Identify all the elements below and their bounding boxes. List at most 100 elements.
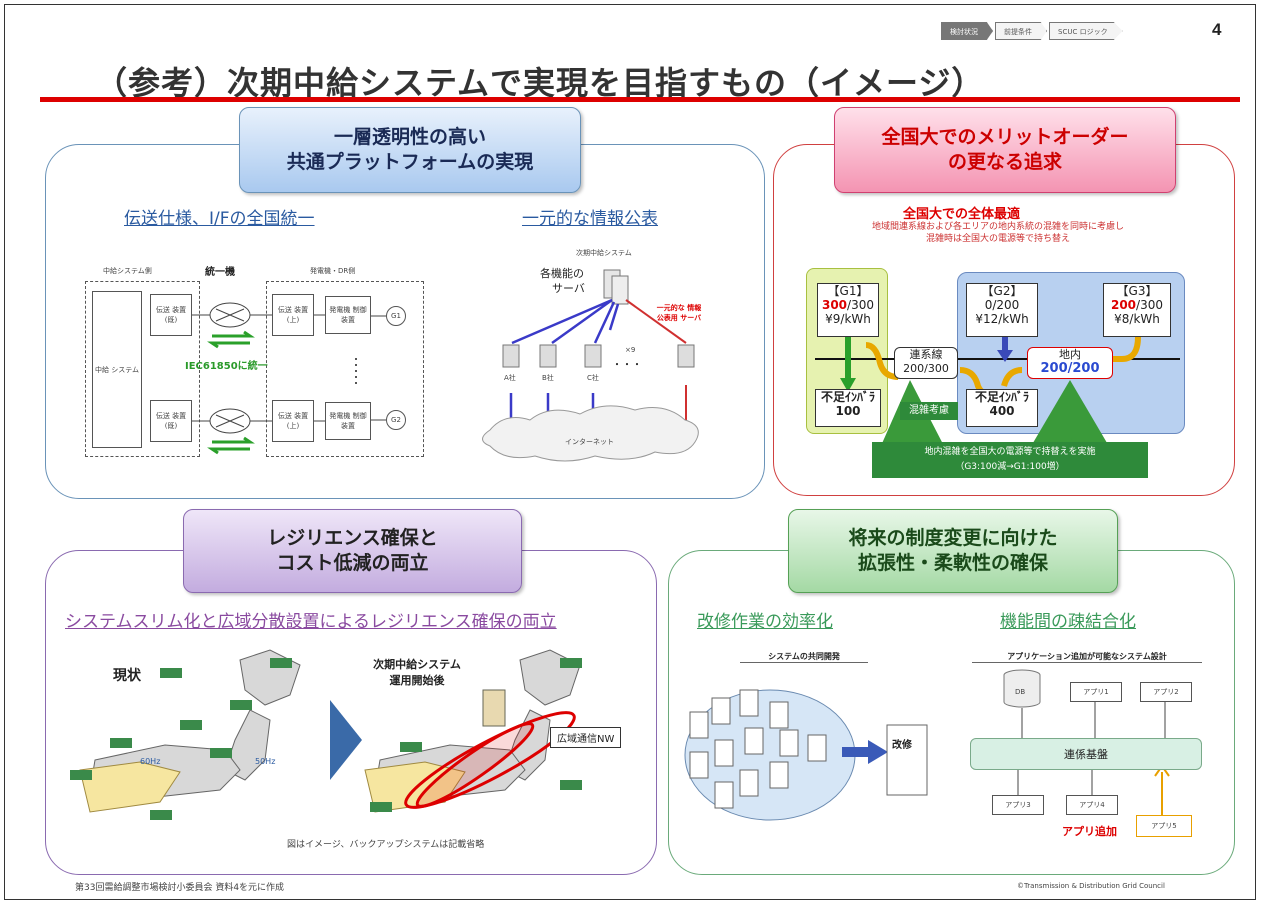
g2-output: 0/200 xyxy=(967,298,1037,312)
g2-capacity: /200 xyxy=(992,298,1020,312)
subheading-efficiency: 改修作業の効率化 xyxy=(697,612,833,632)
label-servers: サーバ xyxy=(552,282,585,295)
page-title: （参考）次期中給システムで実現を目指すもの（イメージ） xyxy=(95,64,985,102)
label-kaishu: 改修 xyxy=(892,740,912,751)
caption-app-design: アプリケーション追加が可能なシステム設計 xyxy=(972,651,1202,663)
app-box-3: アプリ3 xyxy=(992,795,1044,815)
app-box-4: アプリ4 xyxy=(1066,795,1118,815)
label-generator-side: 発電機・DR側 xyxy=(310,267,356,275)
g3-capacity: /300 xyxy=(1136,298,1163,312)
central-system-box: 中給 システム xyxy=(92,291,142,448)
ellipsis-label: ・・・ xyxy=(612,360,642,371)
shortage-box-1: 不足ｲﾝﾊﾞﾗ 100 xyxy=(815,389,881,427)
label-next-system: 次期中給システム xyxy=(576,249,632,257)
subheading-loose-coupling: 機能間の疎結合化 xyxy=(1000,612,1136,632)
wide-area-network-label: 広域通信NW xyxy=(550,727,622,748)
app-box-5: アプリ5 xyxy=(1136,815,1192,837)
badge-line: 一層透明性の高い xyxy=(333,126,486,148)
label-servers: 各機能の xyxy=(540,267,584,280)
g2-used: 0 xyxy=(984,298,993,312)
interconnect-name: 連系線 xyxy=(909,348,943,361)
g1-price: ¥9/kWh xyxy=(825,312,871,326)
breadcrumb-step-1: 検討状況 xyxy=(941,22,993,40)
g1-used: 300 xyxy=(821,298,848,312)
label-company-a: A社 xyxy=(504,374,516,382)
caption-joint-dev: システムの共同開発 xyxy=(740,651,868,663)
badge-extensibility: 将来の制度変更に向けた 拡張性・柔軟性の確保 xyxy=(788,509,1118,593)
label-public-server: 一元的な 情報公表用 サーバ xyxy=(656,304,702,322)
central-system-group xyxy=(85,281,200,457)
badge-line: 共通プラットフォームの実現 xyxy=(286,151,534,173)
subheading-slim-system: システムスリム化と広域分散設置によるレジリエンス確保の両立 xyxy=(65,612,557,632)
heading-global-optimum: 全国大での全体最適 xyxy=(903,207,1021,222)
badge-line: コスト低減の両立 xyxy=(276,552,429,574)
swap-note-line: （G3:100減→G1:100増） xyxy=(955,462,1065,472)
app-box-1: アプリ1 xyxy=(1070,682,1122,702)
shortage-box-2: 不足ｲﾝﾊﾞﾗ 400 xyxy=(966,389,1038,427)
g3-name: 【G3】 xyxy=(1116,284,1158,298)
footer-copyright: ©Transmission & Distribution Grid Counci… xyxy=(1017,882,1165,890)
g2-price: ¥12/kWh xyxy=(975,312,1029,326)
label-add-app: アプリ追加 xyxy=(1062,825,1117,838)
shortage-value: 100 xyxy=(835,404,861,418)
app-box-2: アプリ2 xyxy=(1140,682,1192,702)
note-line: 地域間連系線および各エリアの地内系統の混雑を同時に考慮し xyxy=(871,222,1124,232)
page-number: 4 xyxy=(1212,20,1222,39)
panel-resilience xyxy=(45,550,657,875)
subheading-info-publication: 一元的な情報公表 xyxy=(522,209,658,229)
breadcrumb: 検討状況 前提条件 SCUC ロジック xyxy=(941,22,1123,40)
note-line: 混雑時は全国大の電源等で持ち替え xyxy=(925,234,1070,244)
label-db: DB xyxy=(1015,688,1026,696)
note-box: 地域間連系線および各エリアの地内系統の混雑を同時に考慮し 混雑時は全国大の電源等… xyxy=(818,221,1178,245)
subheading-transmission-spec: 伝送仕様、I/Fの全国統一 xyxy=(124,209,315,229)
shortage-value: 400 xyxy=(989,404,1015,418)
badge-line: 将来の制度変更に向けた xyxy=(848,527,1058,549)
footer-source: 第33回需給調整市場検討小委員会 資料4を元に作成 xyxy=(75,883,285,893)
integration-platform: 連係基盤 xyxy=(970,738,1202,770)
label-internet: インターネット xyxy=(565,438,614,446)
label-50hz: 50Hz xyxy=(255,757,276,766)
g3-used: 200 xyxy=(1110,298,1137,312)
local-name: 地内 xyxy=(1059,348,1081,361)
generator-g3-box: 【G3】 200/300 ¥8/kWh xyxy=(1103,283,1171,337)
swap-note-line: 地内混雑を全国大の電源等で持替えを実施 xyxy=(924,447,1096,457)
shortage-label: 不足ｲﾝﾊﾞﾗ xyxy=(820,390,875,404)
g3-price: ¥8/kWh xyxy=(1114,312,1160,326)
label-times9: ×9 xyxy=(625,346,636,354)
tx-device-box: 伝送 装置 (上) xyxy=(272,294,314,336)
generator-group xyxy=(266,281,424,457)
title-underline xyxy=(40,97,1240,102)
shortage-label: 不足ｲﾝﾊﾞﾗ xyxy=(974,390,1029,404)
label-line: 次期中給システム xyxy=(373,658,461,671)
badge-line: の更なる追求 xyxy=(947,151,1062,173)
iec-label: IEC61850に統一 xyxy=(185,361,268,372)
tx-device-box: 伝送 装置 (既) xyxy=(150,400,192,442)
gen-control-box: 発電機 制御装置 xyxy=(325,296,371,334)
generator-g1-icon: G1 xyxy=(386,306,406,326)
label-line: 運用開始後 xyxy=(389,674,445,687)
local-grid-box: 地内 200/200 xyxy=(1027,347,1113,379)
badge-line: 全国大でのメリットオーダー xyxy=(881,126,1129,148)
slide-frame xyxy=(4,4,1256,900)
g3-output: 200/300 xyxy=(1104,298,1170,312)
badge-resilience: レジリエンス確保と コスト低減の両立 xyxy=(183,509,522,593)
badge-merit-order: 全国大でのメリットオーダー の更なる追求 xyxy=(834,107,1176,193)
gen-control-box: 発電機 制御装置 xyxy=(325,402,371,440)
label-current: 現状 xyxy=(113,668,141,684)
map-note: 図はイメージ、バックアップシステムは記載省略 xyxy=(287,840,485,850)
generator-g1-box: 【G1】 300/300 ¥9/kWh xyxy=(817,283,879,337)
g2-name: 【G2】 xyxy=(981,284,1023,298)
generator-g2-box: 【G2】 0/200 ¥12/kWh xyxy=(966,283,1038,337)
label-company-c: C社 xyxy=(587,374,599,382)
badge-line: レジリエンス確保と xyxy=(267,527,438,549)
label-60hz: 60Hz xyxy=(140,757,161,766)
congestion-label: 混雑考慮 xyxy=(900,402,958,420)
badge-common-platform: 一層透明性の高い 共通プラットフォームの実現 xyxy=(239,107,581,193)
swap-note: 地内混雑を全国大の電源等で持替えを実施 （G3:100減→G1:100増） xyxy=(872,442,1148,478)
breadcrumb-step-3: SCUC ロジック xyxy=(1049,22,1123,40)
label-unified-device: 統一機 xyxy=(205,267,235,278)
